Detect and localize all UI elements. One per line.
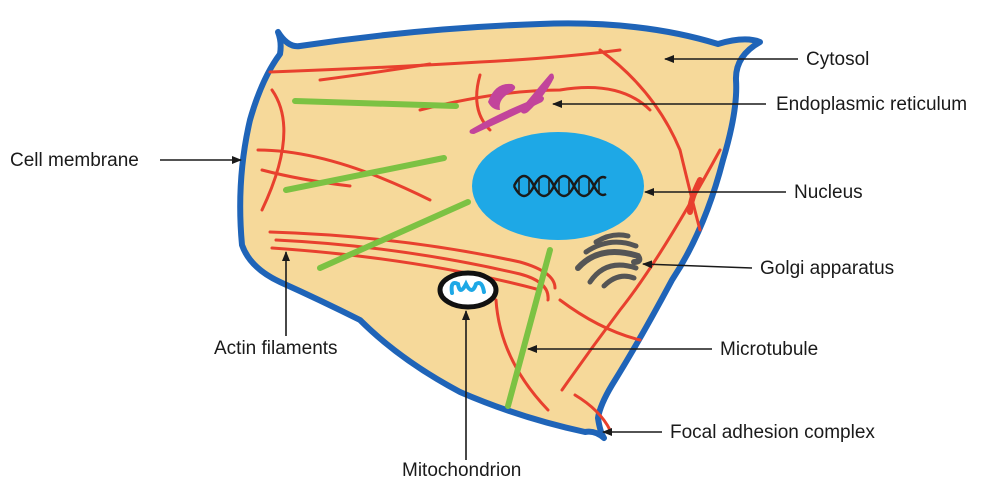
label-cytosol: Cytosol — [806, 49, 869, 70]
label-cell-membrane: Cell membrane — [10, 150, 139, 171]
label-endoplasmic-reticulum: Endoplasmic reticulum — [776, 94, 967, 115]
label-nucleus: Nucleus — [794, 182, 863, 203]
mitochondrion — [440, 273, 496, 307]
nucleus-body — [472, 132, 644, 240]
cell-membrane-outline — [240, 23, 760, 438]
label-microtubule: Microtubule — [720, 339, 818, 360]
label-focal-adhesion-complex: Focal adhesion complex — [670, 422, 875, 443]
label-golgi-apparatus: Golgi apparatus — [760, 258, 894, 279]
label-mitochondrion: Mitochondrion — [402, 460, 521, 481]
label-actin-filaments: Actin filaments — [214, 338, 338, 359]
